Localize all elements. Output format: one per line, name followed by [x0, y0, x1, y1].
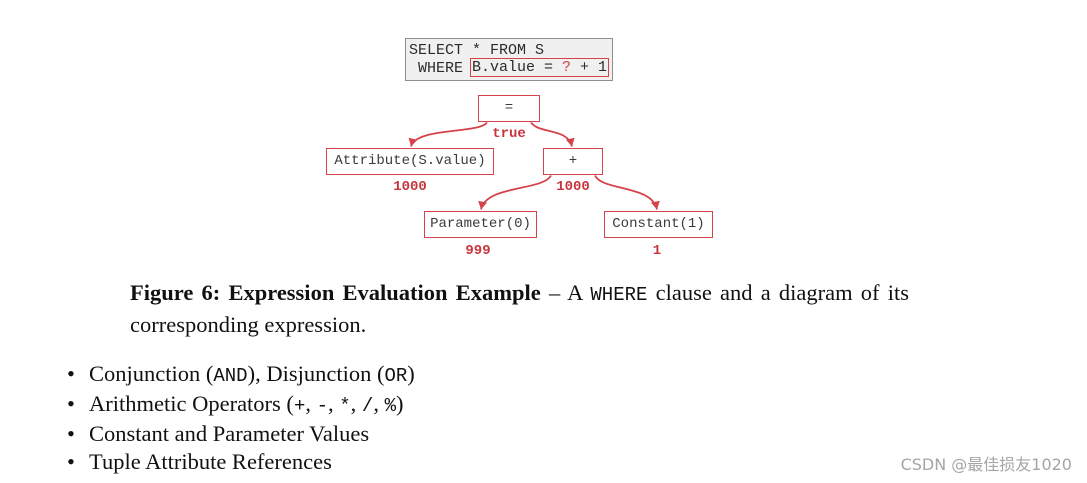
list-text: Tuple Attribute References — [89, 449, 332, 474]
node-constant: Constant(1) — [604, 211, 713, 238]
expression-edges — [408, 121, 660, 210]
list-item: • Tuple Attribute References — [67, 448, 415, 476]
feature-list: • Conjunction (AND), Disjunction (OR) • Ar… — [67, 360, 415, 476]
caption-code: WHERE — [590, 284, 648, 306]
list-code: / — [361, 395, 374, 417]
bullet-marker: • — [67, 449, 75, 474]
predicate-rhs: + 1 — [571, 59, 608, 76]
list-text: Constant and Parameter Values — [89, 421, 370, 446]
list-text: , — [350, 391, 362, 416]
edge-plus-to-constant — [594, 174, 660, 210]
sql-predicate-highlight: B.value = ? + 1 — [470, 58, 610, 77]
caption-text: clause and a diagram of its — [655, 280, 910, 305]
bullet-marker: • — [67, 361, 75, 386]
edge-plus-to-parameter — [478, 174, 552, 210]
sql-select-line: SELECT * FROM S — [409, 42, 545, 59]
edge-equals-to-attribute — [408, 121, 488, 147]
list-text: ), Disjunction ( — [247, 361, 385, 386]
node-parameter-value: 999 — [465, 243, 491, 259]
list-code: AND — [213, 365, 248, 387]
node-parameter: Parameter(0) — [424, 211, 537, 238]
caption-line-1: Figure 6: Expression Evaluation Example … — [130, 278, 909, 310]
sql-where-keyword: WHERE — [418, 59, 464, 77]
list-item: • Arithmetic Operators (+, -, *, /, %) — [67, 390, 415, 420]
node-plus: + — [543, 148, 603, 175]
list-text: ) — [395, 391, 404, 416]
list-text: , — [373, 391, 385, 416]
node-attribute-value: 1000 — [393, 179, 427, 195]
caption-title: Figure 6: Expression Evaluation Example — [130, 280, 541, 305]
list-code: % — [384, 395, 396, 417]
node-equals: = — [478, 95, 540, 122]
list-text: , — [305, 391, 317, 416]
caption-line-2: corresponding expression. — [130, 312, 367, 337]
predicate-lhs: B.value = — [472, 59, 563, 76]
list-code: * — [339, 395, 351, 417]
node-plus-value: 1000 — [556, 179, 590, 195]
expression-diagram: SELECT * FROM S WHERE B.value = ? + 1 = … — [326, 38, 713, 259]
figure-caption: Figure 6: Expression Evaluation Example … — [130, 278, 909, 339]
bullet-marker: • — [67, 391, 75, 416]
list-item: • Constant and Parameter Values — [67, 420, 415, 448]
sql-query-box: SELECT * FROM S WHERE B.value = ? + 1 — [405, 38, 613, 81]
node-constant-value: 1 — [652, 243, 662, 259]
list-text: Arithmetic Operators ( — [89, 391, 294, 416]
bullet-marker: • — [67, 421, 75, 446]
node-attribute: Attribute(S.value) — [326, 148, 494, 175]
predicate-parameter: ? — [562, 59, 572, 76]
list-code: OR — [384, 365, 408, 387]
watermark: CSDN @最佳损友1020 — [900, 455, 1072, 474]
caption-dash: – A — [548, 280, 583, 305]
edge-equals-to-plus — [530, 121, 575, 147]
list-text: , — [328, 391, 340, 416]
list-code: + — [293, 395, 306, 417]
list-item: • Conjunction (AND), Disjunction (OR) — [67, 360, 415, 390]
list-text: ) — [407, 361, 415, 386]
node-equals-value: true — [492, 126, 526, 142]
list-code: - — [316, 395, 328, 417]
list-text: Conjunction ( — [89, 361, 214, 386]
